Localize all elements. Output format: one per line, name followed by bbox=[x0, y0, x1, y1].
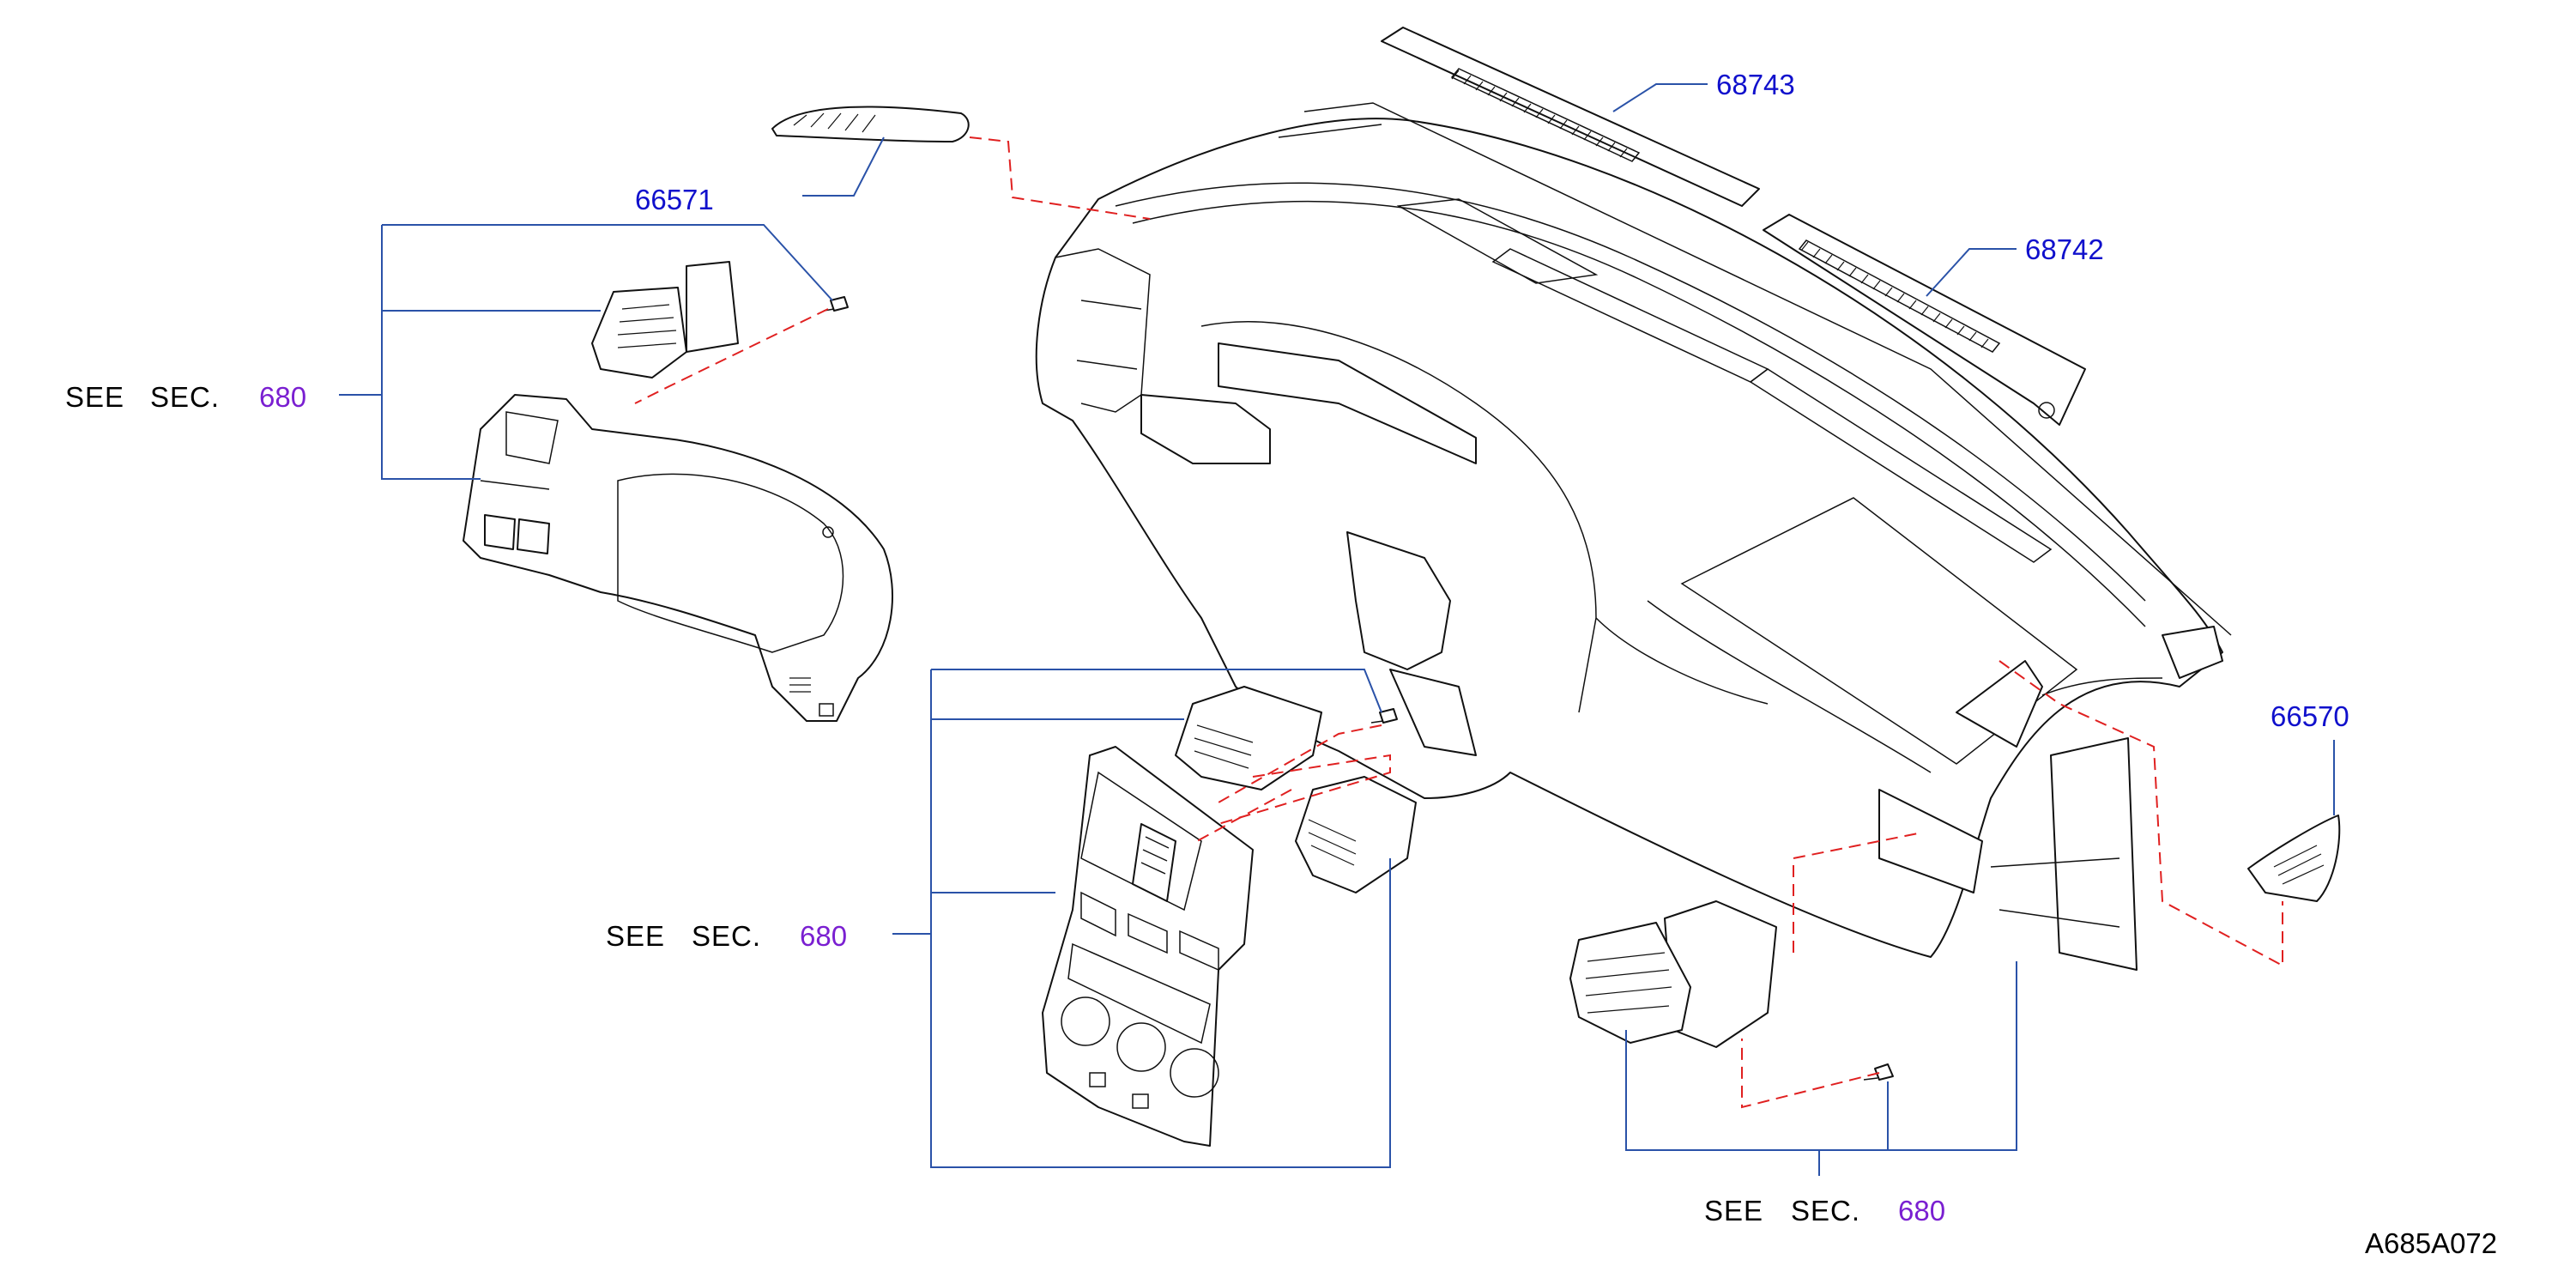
instrument-panel bbox=[1035, 102, 2232, 971]
see-section-bottom: SEE SEC. 680 bbox=[1704, 1195, 1945, 1227]
left-side-vent bbox=[591, 261, 739, 379]
see-label: SEE bbox=[65, 381, 124, 413]
callout-labels: 66571 68743 68742 66570 bbox=[635, 69, 2349, 732]
see-label: SEE bbox=[606, 920, 665, 952]
screw-bottom bbox=[1863, 1063, 1894, 1081]
callout-68743: 68743 bbox=[1716, 69, 1795, 100]
see-section-left: SEE SEC. 680 bbox=[65, 381, 306, 413]
reference-code: A685A072 bbox=[2365, 1227, 2497, 1259]
defroster-grille-68742 bbox=[1763, 214, 2086, 426]
sec-label: SEC. bbox=[692, 920, 761, 952]
section-number: 680 bbox=[800, 920, 847, 952]
callout-66571: 66571 bbox=[635, 184, 714, 215]
center-finisher-assembly bbox=[1042, 746, 1254, 1147]
side-demister-66571 bbox=[771, 106, 970, 142]
sec-label: SEC. bbox=[150, 381, 220, 413]
callout-68742: 68742 bbox=[2025, 233, 2104, 265]
section-number: 680 bbox=[259, 381, 306, 413]
side-demister-66570 bbox=[2247, 815, 2341, 902]
screw-center bbox=[1370, 708, 1398, 724]
callout-66570: 66570 bbox=[2271, 700, 2349, 732]
passenger-side-vent bbox=[1569, 900, 1777, 1048]
see-section-center: SEE SEC. 680 bbox=[606, 920, 847, 952]
sec-label: SEC. bbox=[1791, 1195, 1860, 1227]
section-number: 680 bbox=[1898, 1195, 1945, 1227]
assembly-links bbox=[634, 136, 2283, 1109]
leader-lines bbox=[339, 83, 2335, 1176]
see-label: SEE bbox=[1704, 1195, 1763, 1227]
cluster-lid-assembly bbox=[463, 394, 893, 722]
defroster-grille-68743 bbox=[1381, 27, 1760, 207]
center-vent-lower bbox=[1295, 776, 1417, 893]
